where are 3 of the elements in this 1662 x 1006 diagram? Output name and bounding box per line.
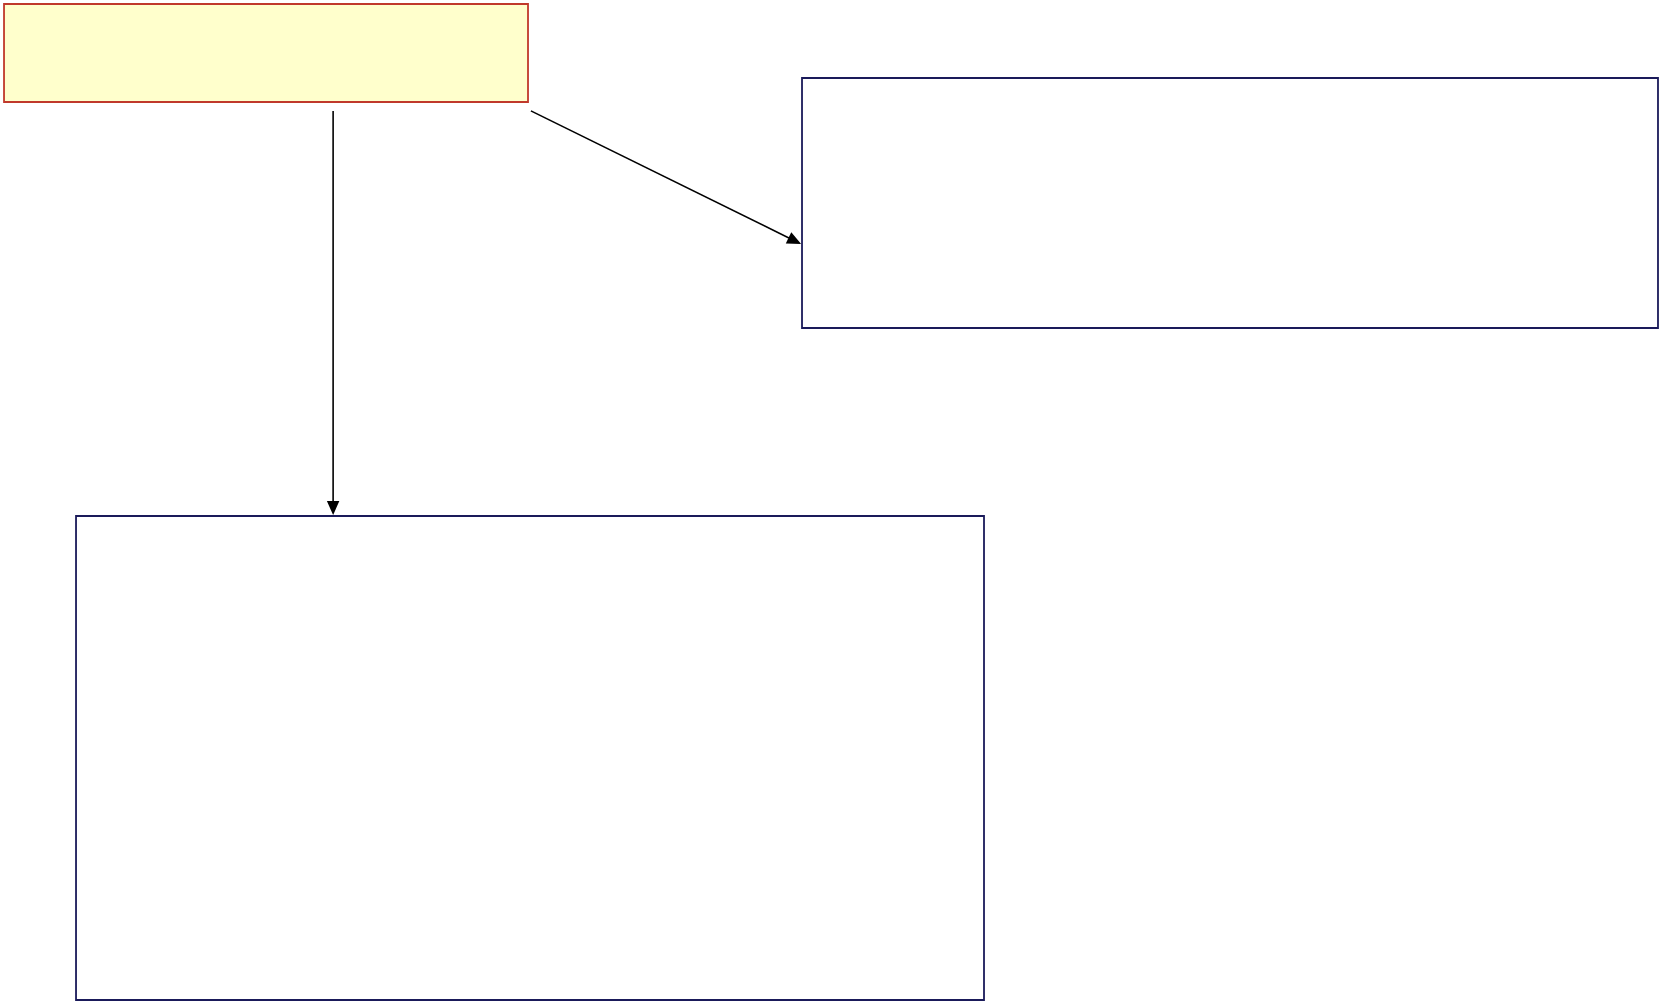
empty-box bbox=[801, 77, 1659, 329]
empty-box bbox=[3, 3, 529, 103]
empty-box bbox=[75, 515, 985, 1001]
